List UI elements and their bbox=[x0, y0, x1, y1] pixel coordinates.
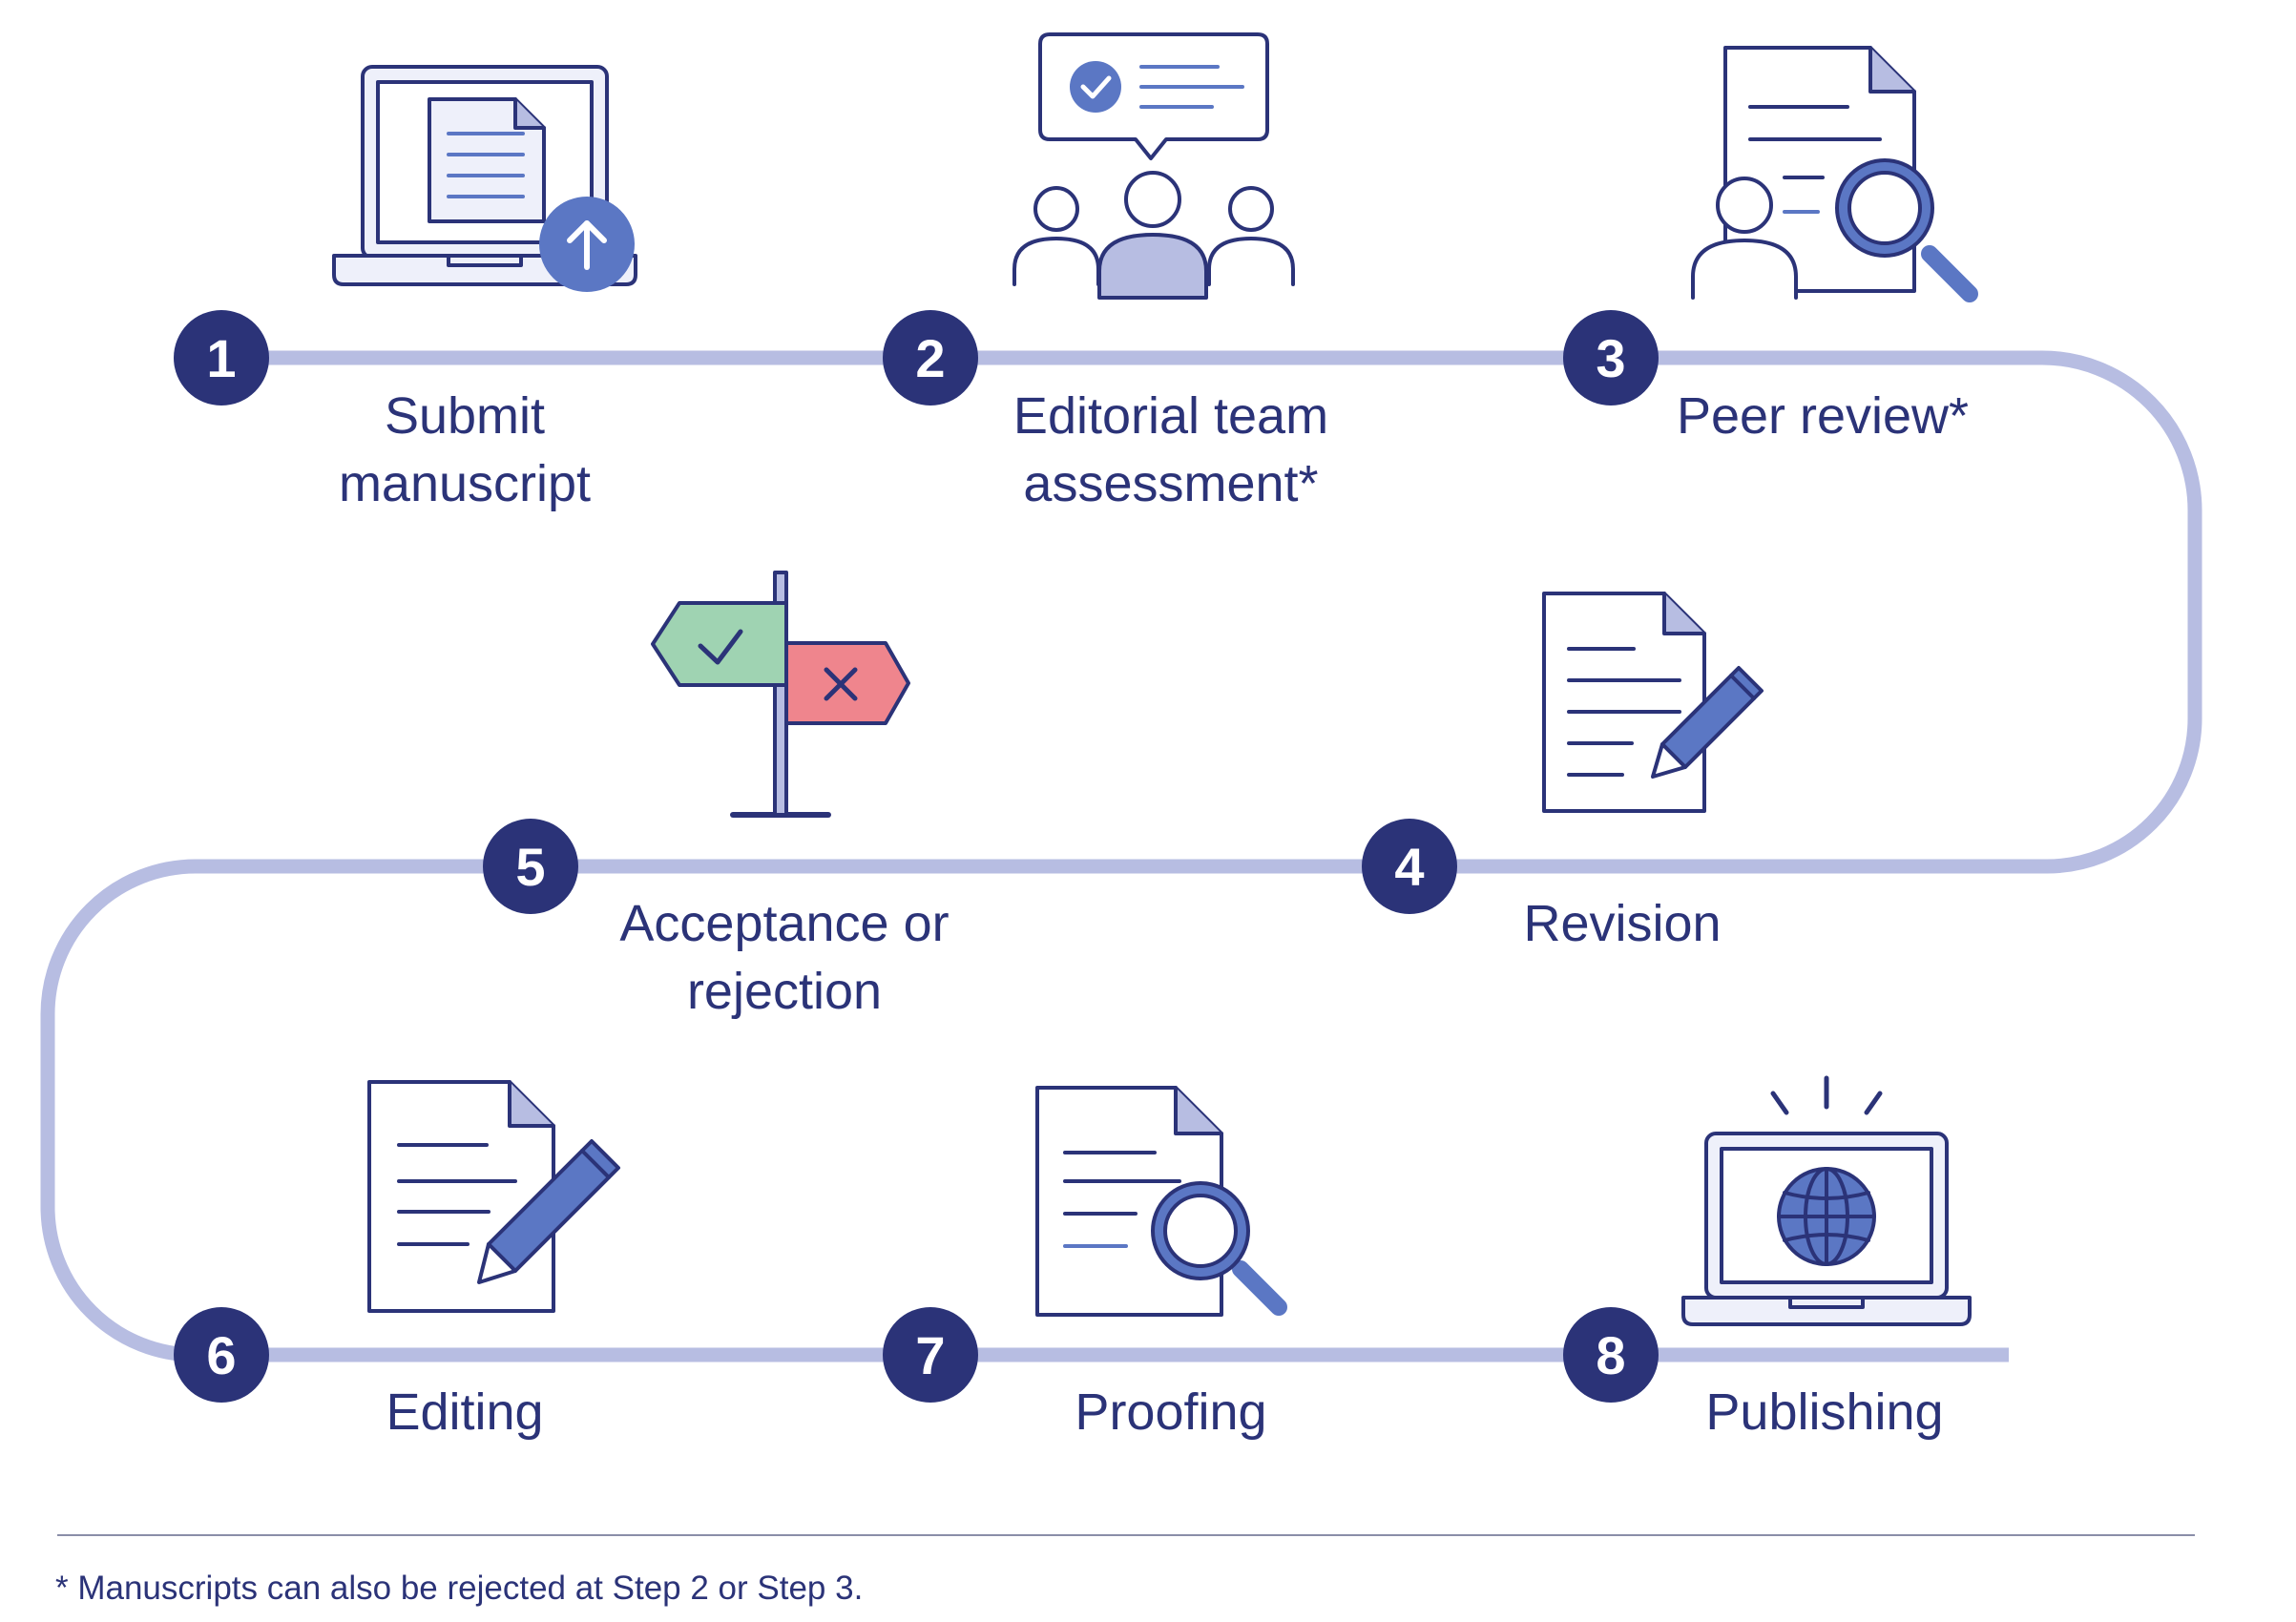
team-discussion-icon bbox=[1012, 32, 1295, 300]
step-3-badge: 3 bbox=[1563, 310, 1659, 406]
step-2-badge: 2 bbox=[883, 310, 978, 406]
step-7-badge: 7 bbox=[883, 1307, 978, 1403]
step-5-number: 5 bbox=[515, 837, 545, 897]
document-magnifier-icon bbox=[1035, 1086, 1287, 1317]
step-6-badge: 6 bbox=[174, 1307, 269, 1403]
step-2-label-line-2: assessment* bbox=[1023, 455, 1318, 512]
step-7-number: 7 bbox=[915, 1325, 945, 1385]
document-pencil-icon bbox=[1542, 592, 1764, 813]
process-path bbox=[40, 350, 2202, 1362]
step-1-badge: 1 bbox=[174, 310, 269, 406]
step-1-label-line-2: manuscript bbox=[339, 455, 591, 512]
step-3-number: 3 bbox=[1596, 328, 1625, 388]
laptop-globe-icon bbox=[1681, 1075, 1972, 1326]
step-8-label-line-1: Publishing bbox=[1705, 1383, 1943, 1441]
footnote: * Manuscripts can also be rejected at St… bbox=[55, 1570, 863, 1607]
step-4-number: 4 bbox=[1394, 837, 1424, 897]
step-4-badge: 4 bbox=[1362, 819, 1457, 914]
step-2-number: 2 bbox=[915, 328, 945, 388]
step-4-label-line-1: Revision bbox=[1523, 895, 1721, 952]
step-6-number: 6 bbox=[206, 1325, 236, 1385]
step-5-badge: 5 bbox=[483, 819, 578, 914]
signpost-icon bbox=[651, 571, 910, 818]
step-8-badge: 8 bbox=[1563, 1307, 1659, 1403]
step-8-number: 8 bbox=[1596, 1325, 1625, 1385]
step-5-label-line-2: rejection bbox=[687, 963, 882, 1020]
step-7-label-line-1: Proofing bbox=[1075, 1383, 1266, 1441]
step-1-number: 1 bbox=[206, 328, 236, 388]
step-5-label-line-1: Acceptance or bbox=[619, 895, 949, 952]
reviewer-magnifier-icon bbox=[1691, 46, 1978, 302]
laptop-upload-icon bbox=[332, 65, 637, 292]
document-pencil-icon bbox=[367, 1080, 620, 1313]
step-3-label-line-1: Peer review* bbox=[1677, 387, 1969, 445]
step-1-label-line-1: Submit bbox=[385, 387, 545, 445]
step-2-label-line-1: Editorial team bbox=[1013, 387, 1328, 445]
step-6-label-line-1: Editing bbox=[386, 1383, 543, 1441]
